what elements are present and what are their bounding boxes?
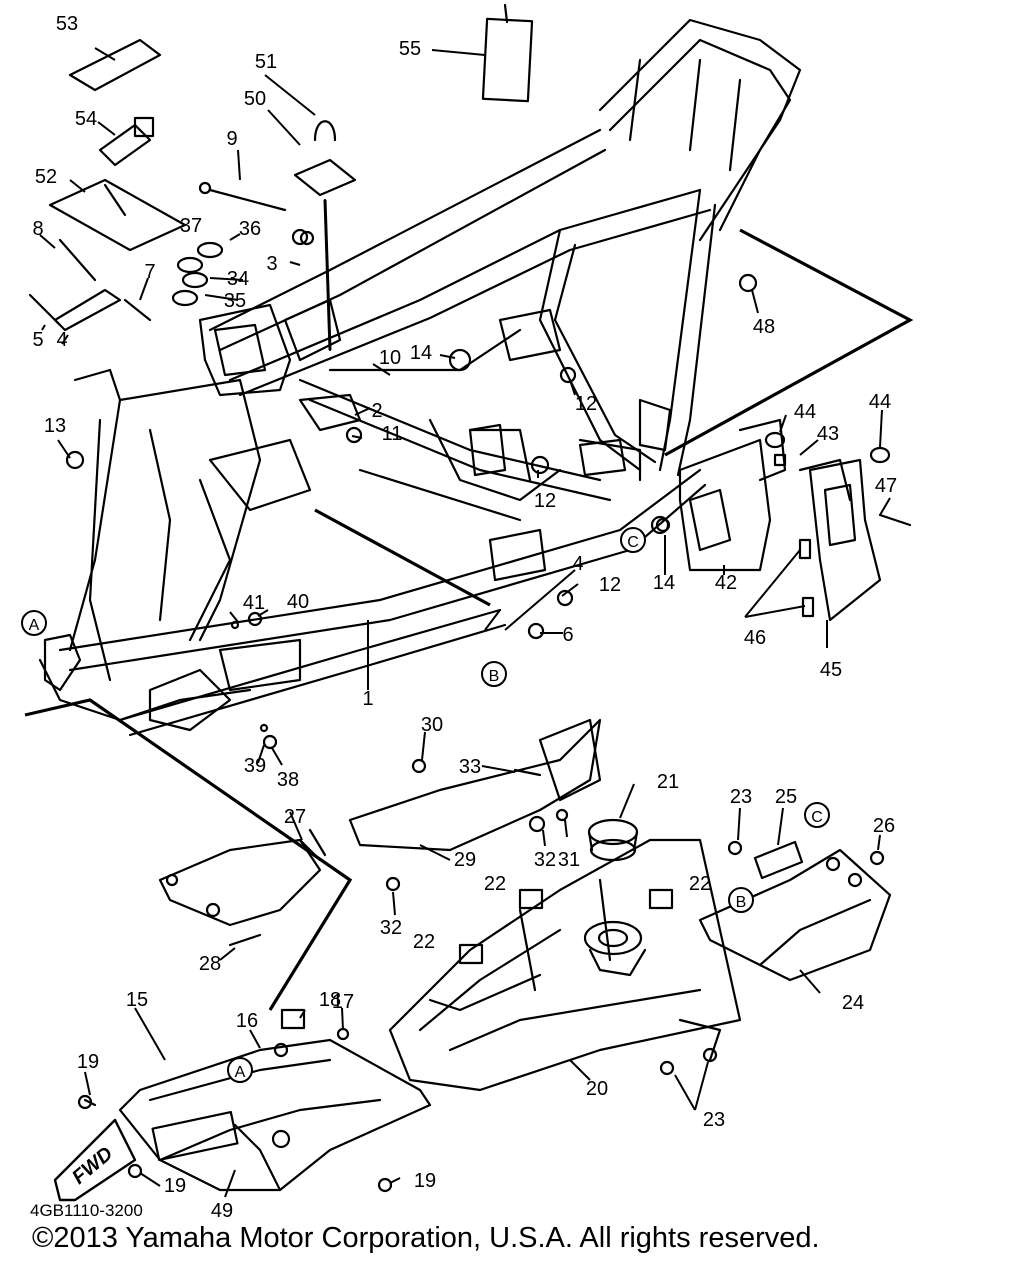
callout-23a: 23 bbox=[730, 786, 752, 808]
callout-55: 55 bbox=[399, 38, 421, 60]
callout-27: 27 bbox=[284, 806, 306, 828]
callout-4: 4 bbox=[56, 329, 67, 351]
callout-35: 35 bbox=[224, 290, 246, 312]
callout-53: 53 bbox=[56, 13, 78, 35]
callout-11: 11 bbox=[382, 423, 403, 445]
callout-49: 49 bbox=[211, 1200, 233, 1222]
callout-42: 42 bbox=[715, 572, 737, 594]
exhaust-guards bbox=[158, 611, 602, 947]
marker-c-frame bbox=[620, 527, 646, 553]
callout-5: 5 bbox=[32, 329, 43, 351]
callout-46: 46 bbox=[744, 627, 766, 649]
callout-31: 31 bbox=[558, 849, 580, 871]
callout-13: 13 bbox=[44, 415, 66, 437]
marker-c-label-2: C bbox=[811, 809, 823, 826]
callout-12b: 12 bbox=[534, 490, 556, 512]
callout-8: 8 bbox=[32, 218, 43, 240]
callout-39: 39 bbox=[244, 755, 266, 777]
marker-a-label-2: A bbox=[235, 1064, 246, 1081]
fwd-label: FWD bbox=[68, 1143, 117, 1189]
callout-2: 2 bbox=[371, 400, 382, 422]
callout-19a: 19 bbox=[77, 1051, 99, 1073]
callout-7: 7 bbox=[144, 261, 155, 283]
callout-6: 6 bbox=[562, 624, 573, 646]
callout-22c: 22 bbox=[413, 931, 435, 953]
callout-32a: 32 bbox=[534, 849, 556, 871]
marker-a-label: A bbox=[29, 617, 40, 634]
marker-b-guard bbox=[728, 887, 754, 913]
marker-b-label-2: B bbox=[736, 894, 747, 911]
copyright-notice: ©2013 Yamaha Motor Corporation, U.S.A. A… bbox=[32, 1222, 820, 1254]
callout-14b: 14 bbox=[653, 572, 675, 594]
callout-43: 43 bbox=[817, 423, 839, 445]
callout-37: 37 bbox=[180, 215, 202, 237]
marker-a-frame bbox=[21, 610, 47, 636]
reference-markers bbox=[21, 527, 830, 1083]
callout-28: 28 bbox=[199, 953, 221, 975]
callout-29: 29 bbox=[454, 849, 476, 871]
callout-52: 52 bbox=[35, 166, 57, 188]
callout-38: 38 bbox=[277, 769, 299, 791]
callout-22a: 22 bbox=[484, 873, 506, 895]
reference-link-lines bbox=[24, 199, 914, 1011]
callout-44a: 44 bbox=[794, 401, 816, 423]
main-frame bbox=[38, 18, 802, 737]
marker-c-guard bbox=[804, 802, 830, 828]
callout-30: 30 bbox=[421, 714, 443, 736]
callout-44b: 44 bbox=[869, 391, 891, 413]
callout-3: 3 bbox=[266, 253, 277, 275]
callout-19c: 19 bbox=[414, 1170, 436, 1192]
marker-c-label: C bbox=[627, 534, 639, 551]
fwd-arrow bbox=[53, 1118, 137, 1202]
marker-a-guard bbox=[227, 1057, 253, 1083]
callout-33: 33 bbox=[459, 756, 481, 778]
callout-45: 45 bbox=[820, 659, 842, 681]
callout-14a: 14 bbox=[410, 342, 432, 364]
marker-b-frame bbox=[481, 661, 507, 687]
skid-plates bbox=[77, 818, 892, 1193]
callout-19b: 19 bbox=[164, 1175, 186, 1197]
callout-labels: 1 2 3 4 4 5 6 7 8 9 10 11 12 12 12 13 14… bbox=[32, 13, 897, 1222]
callout-12c: 12 bbox=[599, 574, 621, 596]
callout-26: 26 bbox=[873, 815, 895, 837]
callout-50: 50 bbox=[244, 88, 266, 110]
callout-51: 51 bbox=[255, 51, 277, 73]
callout-10: 10 bbox=[379, 347, 401, 369]
callout-12a: 12 bbox=[575, 393, 597, 415]
callout-25: 25 bbox=[775, 786, 797, 808]
callout-34: 34 bbox=[227, 268, 249, 290]
callout-21: 21 bbox=[657, 771, 679, 793]
callout-1: 1 bbox=[362, 688, 373, 710]
diagram-part-number: 4GB1110-3200 bbox=[30, 1201, 143, 1220]
callout-48: 48 bbox=[753, 316, 775, 338]
leader-lines bbox=[39, 47, 891, 1198]
callout-17: 17 bbox=[332, 991, 354, 1013]
callout-32b: 32 bbox=[380, 917, 402, 939]
callout-54: 54 bbox=[75, 108, 97, 130]
callout-23b: 23 bbox=[703, 1109, 725, 1131]
callout-40: 40 bbox=[287, 591, 309, 613]
callout-16: 16 bbox=[236, 1010, 258, 1032]
callout-18: 18 bbox=[319, 989, 341, 1011]
callout-47: 47 bbox=[875, 475, 897, 497]
callout-41: 41 bbox=[243, 592, 265, 614]
callout-4b: 4 bbox=[572, 553, 583, 575]
marker-b-label: B bbox=[489, 668, 500, 685]
callout-20: 20 bbox=[586, 1078, 608, 1100]
callout-9: 9 bbox=[226, 128, 237, 150]
callout-22b: 22 bbox=[689, 873, 711, 895]
callout-36: 36 bbox=[239, 218, 261, 240]
callout-24: 24 bbox=[842, 992, 864, 1014]
callout-15: 15 bbox=[126, 989, 148, 1011]
battery-box-assembly bbox=[655, 273, 912, 622]
upper-left-parts bbox=[28, 3, 534, 352]
